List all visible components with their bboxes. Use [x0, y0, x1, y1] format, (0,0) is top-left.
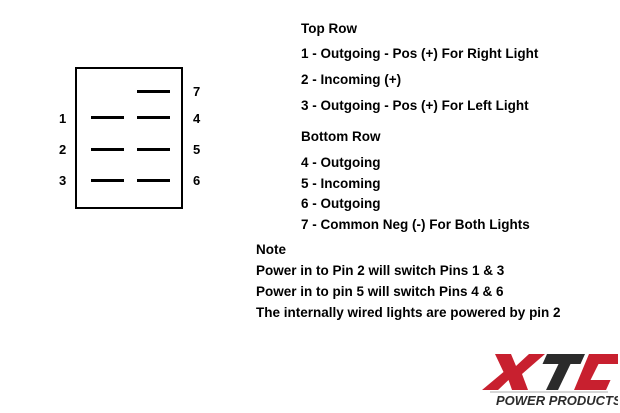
bottom-row-item-7: 7 - Common Neg (-) For Both Lights: [301, 217, 530, 232]
top-row-item-3: 3 - Outgoing - Pos (+) For Left Light: [301, 98, 529, 113]
logo-registered: ®: [607, 354, 615, 365]
pin-label-3: 3: [59, 173, 67, 188]
bottom-row-title: Bottom Row: [301, 129, 381, 144]
pin-5-bar: [137, 148, 170, 151]
pin-6-bar: [137, 179, 170, 182]
pin-1-bar: [91, 116, 124, 119]
note-line-2: Power in to pin 5 will switch Pins 4 & 6: [256, 284, 504, 299]
pin-label-1: 1: [59, 111, 67, 126]
top-row-title: Top Row: [301, 21, 357, 36]
note-line-3: The internally wired lights are powered …: [256, 305, 561, 320]
note-title: Note: [256, 242, 286, 257]
pin-label-2: 2: [59, 142, 67, 157]
top-row-item-1: 1 - Outgoing - Pos (+) For Right Light: [301, 46, 539, 61]
note-line-1: Power in to Pin 2 will switch Pins 1 & 3: [256, 263, 505, 278]
pin-label-5: 5: [193, 142, 201, 157]
pin-2-bar: [91, 148, 124, 151]
bottom-row-item-4: 4 - Outgoing: [301, 155, 381, 170]
pin-7-bar: [137, 90, 170, 93]
xtc-logo: POWER PRODUCTS ®: [482, 354, 618, 408]
bottom-row-item-6: 6 - Outgoing: [301, 196, 381, 211]
pin-label-4: 4: [193, 111, 201, 126]
logo-tagline: POWER PRODUCTS: [496, 393, 618, 408]
top-row-item-2: 2 - Incoming (+): [301, 72, 402, 87]
pin-label-7: 7: [193, 84, 201, 99]
pin-3-bar: [91, 179, 124, 182]
pin-label-6: 6: [193, 173, 201, 188]
bottom-row-item-5: 5 - Incoming: [301, 176, 381, 191]
switch-outline: [75, 67, 183, 209]
pin-4-bar: [137, 116, 170, 119]
